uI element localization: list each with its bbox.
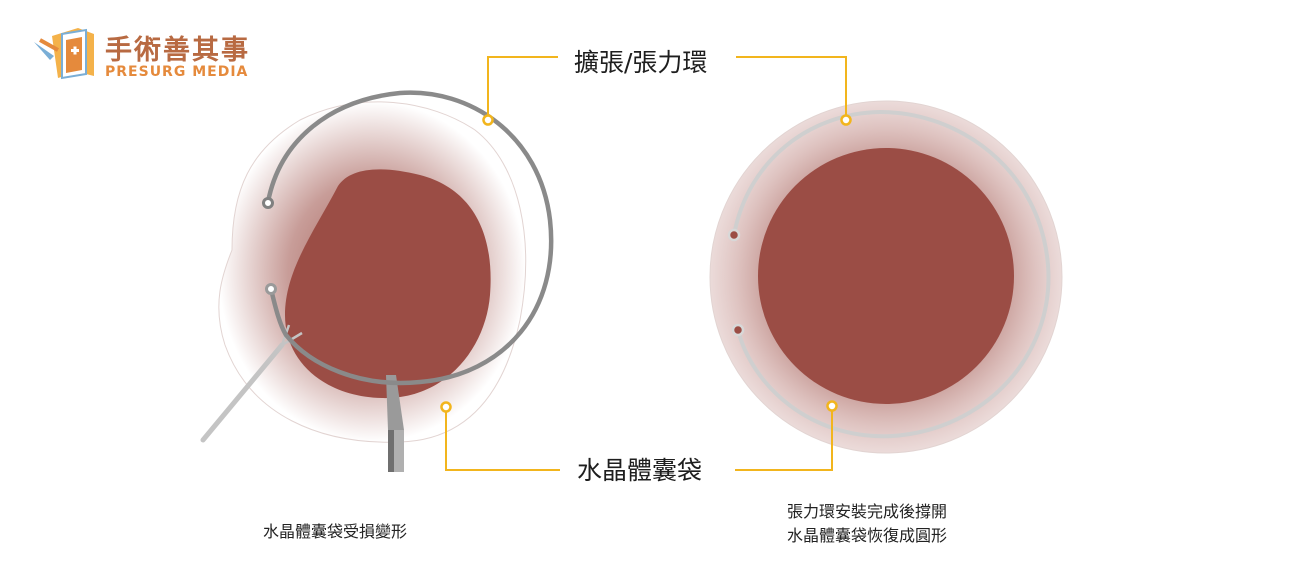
tension-ring-left [262, 90, 554, 386]
brand-name-cn: 手術善其事 [105, 35, 250, 66]
logo-icon [34, 28, 94, 80]
label-tension-ring: 擴張/張力環 [568, 43, 714, 79]
label-capsular-bag: 水晶體囊袋 [571, 451, 709, 487]
callout-dot-bag-left [440, 401, 452, 413]
bag-core-left [285, 169, 491, 399]
callout-ring [487, 56, 847, 120]
callout-dot-ring-right [840, 114, 852, 126]
restored-capsular-bag [709, 100, 1063, 454]
callout-bag [445, 406, 833, 471]
caption-right: 張力環安裝完成後撐開 水晶體囊袋恢復成圓形 [787, 500, 947, 548]
injector-instrument [386, 375, 404, 472]
brand-name-en: PRESURG MEDIA [105, 64, 249, 80]
caption-right-line2: 水晶體囊袋恢復成圓形 [787, 526, 948, 545]
callout-dot-bag-right [826, 400, 838, 412]
damaged-capsular-bag [218, 101, 527, 443]
caption-left: 水晶體囊袋受損變形 [263, 522, 408, 541]
caption-right-line1: 張力環安裝完成後撐開 [787, 502, 948, 521]
callout-dot-ring-left [482, 114, 494, 126]
